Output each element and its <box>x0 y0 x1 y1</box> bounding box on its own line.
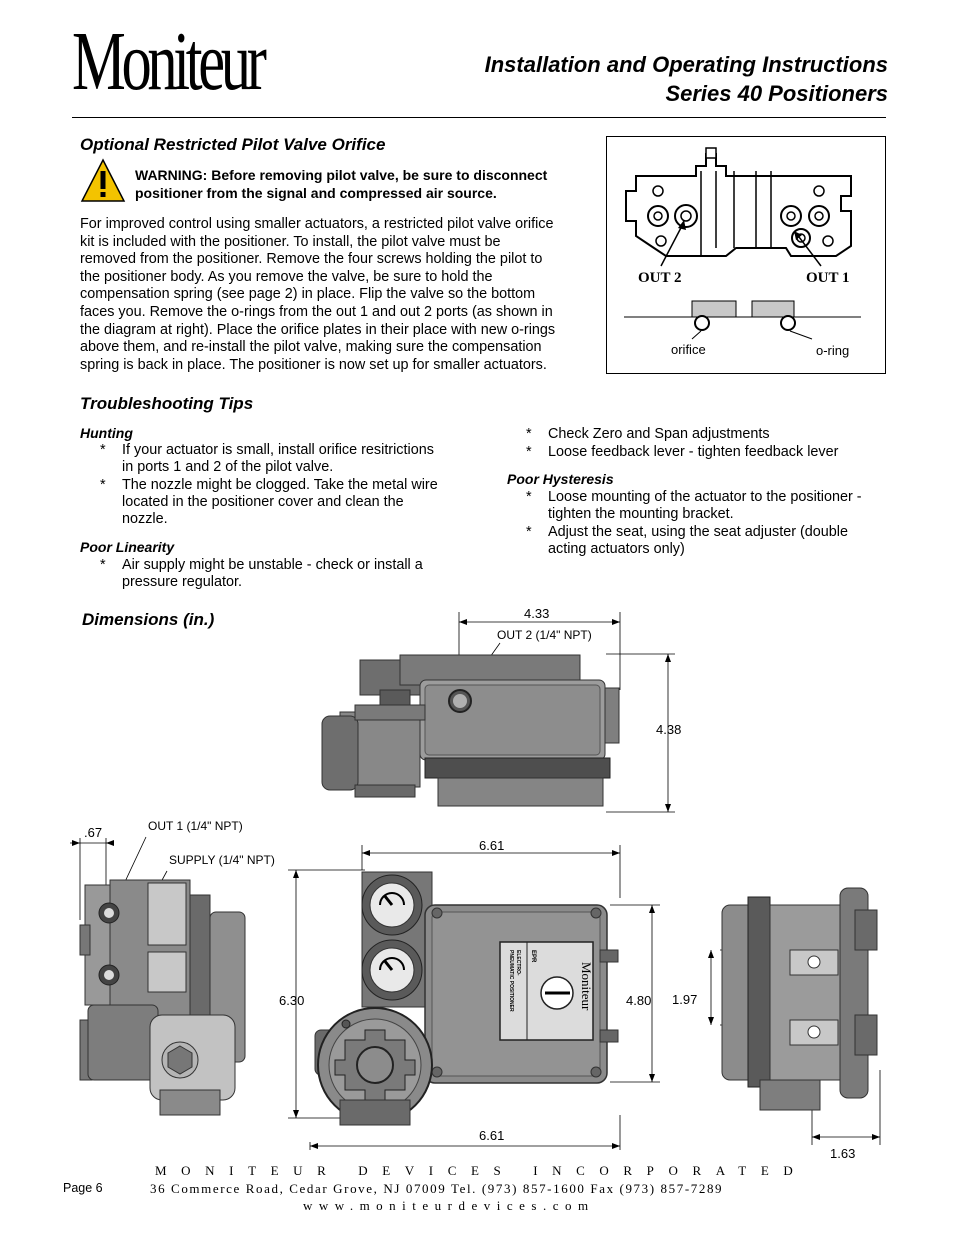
dim-front-height: 6.30 <box>279 993 305 1008</box>
oring-label: o-ring <box>816 343 849 358</box>
supply-port-label: SUPPLY (1/4" NPT) <box>169 853 275 867</box>
orifice-label: orifice <box>671 342 706 357</box>
tip-item: * If your actuator is small, install ori… <box>100 442 480 478</box>
tip-line: in ports 1 and 2 of the pilot valve. <box>122 459 334 475</box>
tip-line: Check Zero and Span adjustments <box>548 426 770 442</box>
tip-item: * Air supply might be unstable - check o… <box>100 557 480 593</box>
footer-address: 36 Commerce Road, Cedar Grove, NJ 07009 … <box>150 1181 724 1196</box>
dim-top-width: 4.33 <box>524 606 550 621</box>
instruction-line: For improved control using smaller actua… <box>80 216 554 232</box>
tip-line: located in the positioner cover and clea… <box>122 494 404 510</box>
tip-item: * Loose mounting of the actuator to the … <box>526 489 906 525</box>
document-title-line1: Installation and Operating Instructions <box>484 52 888 77</box>
tip-item: * The nozzle might be clogged. Take the … <box>100 477 480 529</box>
instruction-line: the positioner body. As you remove the v… <box>80 268 493 285</box>
warning-text: WARNING: Before removing pilot valve, be… <box>135 167 548 201</box>
page-number: Page 6 <box>63 1181 103 1195</box>
nameplate-desc2: PNEUMATIC POSITIONER <box>508 950 514 1012</box>
bullet: * <box>100 442 106 458</box>
troubleshooting-heading: Troubleshooting Tips <box>80 394 254 413</box>
tip-line: Loose mounting of the actuator to the po… <box>548 489 862 505</box>
document-title: Installation and Operating Instructions … <box>485 50 888 108</box>
dim-side-offset: .67 <box>84 825 103 840</box>
dim-top-height: 4.38 <box>656 722 682 737</box>
footer-company: MONITEUR DEVICES INCORPORATED <box>155 1163 808 1178</box>
pilot-valve-diagram: OUT 2 OUT 1 orifice o-ring <box>624 147 861 358</box>
tip-item: * Check Zero and Span adjustments <box>526 426 906 444</box>
header-rule <box>72 117 886 118</box>
moniteur-logo: Moniteur <box>72 15 267 108</box>
out1-label: OUT 1 <box>806 270 849 286</box>
dim-right-depth: 1.63 <box>830 1146 856 1161</box>
out1-port-label: OUT 1 (1/4" NPT) <box>148 819 243 833</box>
orifice-instructions: For improved control using smaller actua… <box>80 216 600 374</box>
bullet: * <box>100 477 106 493</box>
tip-line: pressure regulator. <box>122 574 242 590</box>
tip-item: * Adjust the seat, using the seat adjust… <box>526 524 906 560</box>
instruction-line: kit is included with the positioner. To … <box>80 233 501 250</box>
tip-line: acting actuators only) <box>548 541 685 557</box>
tip-line: Adjust the seat, using the seat adjuster… <box>548 524 848 540</box>
out2-port-label: OUT 2 (1/4" NPT) <box>497 628 592 642</box>
tip-line: tighten the mounting bracket. <box>548 506 734 522</box>
poor-linearity-subheading: Poor Linearity <box>80 539 175 555</box>
tip-line: The nozzle might be clogged. Take the me… <box>122 477 438 493</box>
tip-line: If your actuator is small, install orifi… <box>122 442 434 458</box>
instruction-line: above them, and re-install the pilot val… <box>80 339 542 356</box>
bullet: * <box>100 557 106 573</box>
footer-website: www.moniteurdevices.com <box>303 1198 595 1213</box>
tip-line: nozzle. <box>122 511 168 527</box>
orifice-diagram-box <box>606 136 886 374</box>
dim-right-spacing: 1.97 <box>672 992 698 1007</box>
out2-label: OUT 2 <box>638 270 681 286</box>
instruction-line: faces you. Remove the o-rings from the o… <box>80 303 553 320</box>
tip-item: * Loose feedback lever - tighten feedbac… <box>526 444 906 462</box>
tip-line: Air supply might be unstable - check or … <box>122 557 423 573</box>
tip-line: Loose feedback lever - tighten feedback … <box>548 444 839 460</box>
bullet: * <box>526 524 532 540</box>
orifice-heading: Optional Restricted Pilot Valve Orifice <box>80 135 386 154</box>
warning-icon <box>80 158 126 202</box>
document-title-line2: Series 40 Positioners <box>665 81 888 106</box>
dimensions-heading: Dimensions (in.) <box>82 610 215 629</box>
instruction-line: removed from the positioner. Remove the … <box>80 251 543 268</box>
nameplate-brand: Moniteur <box>579 962 594 1011</box>
bullet: * <box>526 426 532 442</box>
hunting-subheading: Hunting <box>80 425 133 441</box>
dim-face-height: 4.80 <box>626 993 652 1008</box>
instruction-line: spring is back in place. The positioner … <box>80 356 547 373</box>
bullet: * <box>526 489 532 505</box>
dim-front-width-top: 6.61 <box>479 838 505 853</box>
instruction-line: compensation spring (see page 2) in plac… <box>80 286 536 303</box>
poor-hysteresis-subheading: Poor Hysteresis <box>507 471 614 487</box>
nameplate-desc1: ELECTRO- <box>515 950 521 976</box>
bullet: * <box>526 444 532 460</box>
nameplate-model: EPR <box>530 950 536 963</box>
dim-front-width-bottom: 6.61 <box>479 1128 505 1143</box>
instruction-line: the diagram at right). Place the orifice… <box>80 321 556 338</box>
